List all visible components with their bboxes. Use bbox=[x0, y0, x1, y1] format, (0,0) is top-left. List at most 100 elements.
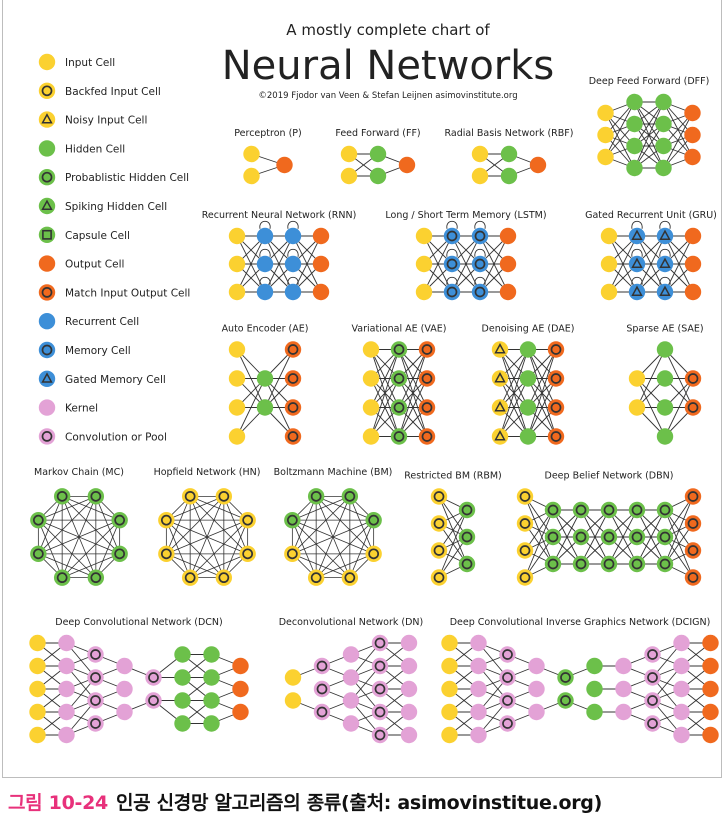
network-cell bbox=[557, 669, 574, 686]
network-edge bbox=[37, 520, 63, 578]
recurrent-loop bbox=[474, 220, 486, 229]
network-cell bbox=[228, 341, 246, 358]
network-cell bbox=[371, 680, 389, 698]
network-cell bbox=[471, 145, 489, 163]
network-cell bbox=[228, 283, 246, 301]
legend-label: Input Cell bbox=[65, 57, 115, 69]
network-cell bbox=[400, 726, 418, 744]
network-cell bbox=[656, 227, 674, 245]
network-cell bbox=[684, 104, 701, 122]
network-cell bbox=[458, 555, 476, 573]
network-nodes bbox=[430, 488, 476, 586]
network-edge bbox=[236, 378, 266, 437]
network-cell bbox=[116, 657, 133, 675]
network-cell bbox=[547, 341, 565, 358]
network-cell bbox=[362, 399, 380, 416]
network-edge bbox=[264, 349, 294, 408]
recurrent-loop bbox=[474, 276, 486, 285]
network-cell bbox=[499, 227, 517, 245]
recurrent-loop bbox=[259, 276, 271, 285]
network-cell bbox=[586, 680, 603, 698]
recurrent-loop bbox=[287, 220, 299, 229]
network-cell bbox=[702, 703, 719, 721]
network-cell bbox=[430, 569, 448, 586]
network-edge bbox=[438, 509, 468, 578]
network-cell bbox=[626, 115, 643, 133]
network-cell bbox=[313, 703, 331, 721]
legend-item: Noisy Input Cell bbox=[38, 111, 147, 128]
network-edges bbox=[605, 101, 693, 169]
network-gru: Gated Recurrent Unit (GRU) bbox=[585, 210, 717, 301]
network-edge bbox=[664, 496, 694, 565]
network-cell bbox=[528, 680, 545, 698]
network-edge bbox=[398, 349, 428, 437]
network-edge bbox=[634, 123, 664, 169]
network-label: Long / Short Term Memory (LSTM) bbox=[385, 210, 546, 221]
recurrent-loop bbox=[631, 276, 643, 285]
network-cell bbox=[400, 634, 418, 652]
network-cell bbox=[87, 646, 104, 663]
network-edge bbox=[292, 235, 322, 293]
network-cell bbox=[600, 555, 618, 573]
network-cell bbox=[500, 167, 518, 185]
network-lstm: Long / Short Term Memory (LSTM) bbox=[385, 210, 547, 301]
network-cell bbox=[284, 692, 302, 709]
network-cell bbox=[58, 634, 75, 652]
legend-swatch bbox=[38, 169, 56, 186]
legend-label: Spiking Hidden Cell bbox=[65, 201, 167, 213]
network-cell bbox=[656, 255, 674, 273]
network-cell bbox=[597, 126, 614, 144]
recurrent-loop bbox=[259, 220, 271, 229]
network-cell bbox=[673, 726, 690, 744]
network-cell bbox=[655, 115, 672, 133]
network-cell bbox=[491, 428, 509, 445]
network-cell bbox=[400, 657, 418, 675]
network-cell bbox=[499, 283, 517, 301]
network-label: Radial Basis Network (RBF) bbox=[445, 128, 574, 139]
network-edge bbox=[61, 519, 120, 578]
network-edge bbox=[664, 523, 694, 565]
network-edge bbox=[527, 349, 557, 437]
network-cell bbox=[443, 283, 461, 301]
network-cell bbox=[471, 283, 489, 301]
network-cell bbox=[547, 399, 565, 416]
network-cell bbox=[87, 669, 104, 686]
network-cell bbox=[145, 692, 162, 709]
network-cell bbox=[215, 488, 233, 505]
recurrent-loop bbox=[659, 276, 671, 285]
network-cell bbox=[516, 488, 534, 505]
network-cell bbox=[158, 511, 175, 529]
network-nodes bbox=[415, 227, 517, 301]
network-cell bbox=[174, 692, 191, 709]
legend-swatch bbox=[38, 197, 56, 215]
legend-label: Backfed Input Cell bbox=[65, 86, 161, 98]
network-cell bbox=[415, 227, 433, 245]
network-cell bbox=[500, 145, 518, 163]
network-cell bbox=[340, 145, 358, 163]
network-edge bbox=[524, 536, 554, 578]
network-edge bbox=[291, 496, 317, 554]
network-dcign: Deep Convolutional Inverse Graphics Netw… bbox=[441, 617, 719, 744]
network-label: Feed Forward (FF) bbox=[335, 128, 420, 139]
network-cell bbox=[371, 634, 389, 652]
network-rbm: Restricted BM (RBM) bbox=[404, 471, 502, 586]
network-cell bbox=[284, 669, 302, 686]
network-label: Boltzmann Machine (BM) bbox=[274, 467, 393, 478]
network-cell bbox=[87, 569, 105, 586]
network-label: Deep Convolutional Network (DCN) bbox=[55, 617, 222, 628]
network-hn: Hopfield Network (HN) bbox=[154, 467, 260, 586]
legend-label: Output Cell bbox=[65, 259, 124, 271]
network-cell bbox=[418, 428, 436, 445]
network-cell bbox=[499, 255, 517, 273]
network-edge bbox=[499, 349, 529, 437]
network-cell bbox=[656, 501, 674, 519]
recurrent-loop bbox=[659, 248, 671, 257]
network-cell bbox=[684, 227, 702, 245]
network-edge bbox=[438, 536, 468, 578]
network-edge bbox=[38, 519, 97, 578]
legend-swatch bbox=[38, 255, 56, 272]
network-cell bbox=[519, 399, 537, 416]
network-edge bbox=[398, 349, 428, 408]
